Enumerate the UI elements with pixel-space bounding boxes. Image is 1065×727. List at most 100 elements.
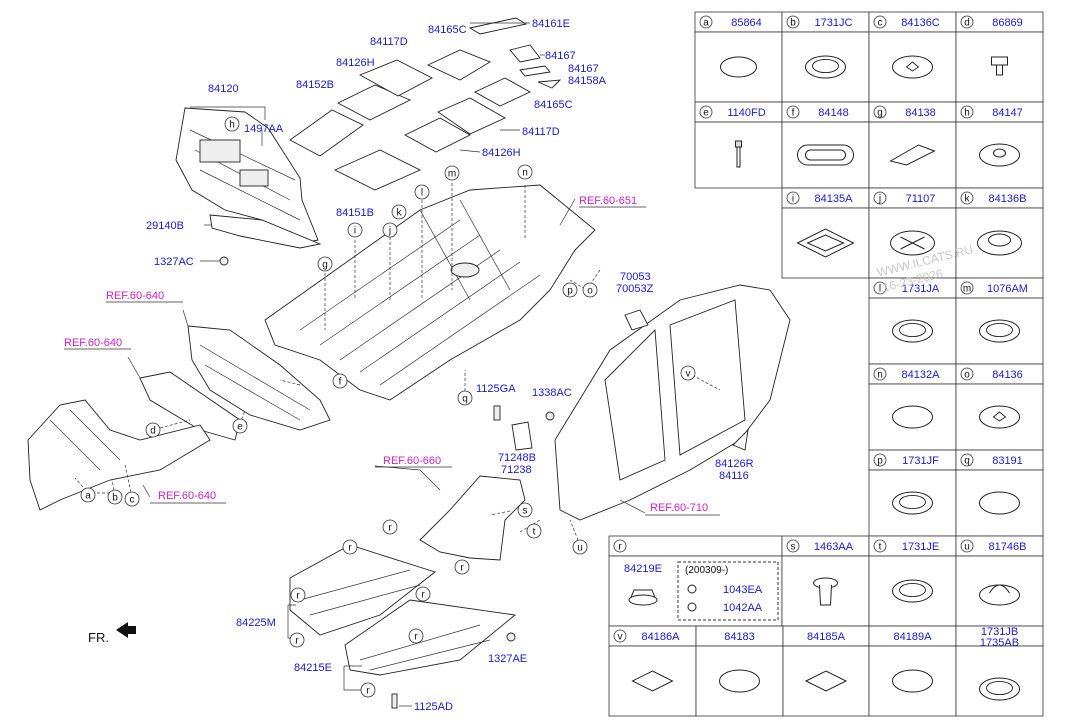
diagram-bubble-r-3[interactable]: r — [290, 587, 306, 603]
ref-60-660[interactable]: REF.60-660 — [383, 455, 441, 467]
callout-84167-b[interactable]: 84167 — [568, 63, 599, 75]
diagram-bubble-f[interactable]: f — [332, 373, 348, 389]
callout-84225m[interactable]: 84225M — [236, 617, 276, 629]
callout-84117d-lower[interactable]: 84117D — [522, 126, 560, 138]
diagram-bubble-v[interactable]: v — [680, 365, 696, 381]
diagram-bubble-r-7[interactable]: r — [360, 682, 376, 698]
diagram-bubble-t[interactable]: t — [526, 523, 542, 539]
callout-84158a[interactable]: 84158A — [568, 75, 607, 87]
diagram-bubble-b[interactable]: b — [107, 489, 123, 505]
diagram-bubble-c-letter: c — [130, 495, 135, 506]
diagram-bubble-r-6[interactable]: r — [408, 628, 424, 644]
callout-29140b[interactable]: 29140B — [146, 220, 184, 232]
dash-insulator-pad — [175, 107, 319, 245]
legend-f-image — [781, 121, 870, 189]
callout-84167-a[interactable]: 84167 — [545, 50, 576, 62]
callout-1497aa[interactable]: 1497AA — [244, 123, 284, 135]
diagram-bubble-v-letter: v — [686, 369, 691, 380]
svg-text:v: v — [618, 632, 623, 643]
diagram-bubble-h[interactable]: h — [224, 116, 240, 132]
diagram-bubble-i[interactable]: i — [347, 222, 363, 238]
callout-84165c-top[interactable]: 84165C — [428, 24, 467, 36]
diagram-bubble-s[interactable]: s — [517, 502, 533, 518]
diagram-bubble-k[interactable]: k — [391, 204, 407, 220]
callout-labels: 84120 1497AA 84152B 84126H 84117D 84165C… — [146, 18, 754, 713]
ref-60-651[interactable]: REF.60-651 — [579, 195, 637, 207]
diagram-bubble-l[interactable]: l — [414, 184, 430, 200]
diagram-bubble-u[interactable]: u — [572, 539, 588, 555]
callout-84126h-top[interactable]: 84126H — [336, 57, 375, 69]
legend-r[interactable]: r — [608, 535, 783, 557]
callout-84116[interactable]: 84116 — [719, 470, 749, 482]
diagram-bubble-p[interactable]: p — [562, 282, 578, 298]
diagram-bubble-r-1[interactable]: r — [342, 539, 358, 555]
callout-84117d-top[interactable]: 84117D — [370, 36, 408, 48]
diagram-bubble-c[interactable]: c — [124, 491, 140, 507]
diagram-bubble-o[interactable]: o — [582, 282, 598, 298]
ref-60-640-a[interactable]: REF.60-640 — [106, 290, 164, 302]
callout-70053z[interactable]: 70053Z — [616, 283, 654, 295]
ref-60-710[interactable]: REF.60-710 — [650, 502, 708, 514]
callout-84151b[interactable]: 84151B — [336, 207, 374, 219]
diagram-bubble-r-4[interactable]: r — [289, 632, 305, 648]
diagram-bubble-r-2[interactable]: r — [454, 559, 470, 575]
legend-84183[interactable]: 84183 — [695, 625, 784, 647]
callout-1125ga[interactable]: 1125GA — [476, 383, 516, 395]
callout-84165c-lower[interactable]: 84165C — [534, 99, 573, 111]
diagram-bubble-e[interactable]: e — [232, 418, 248, 434]
diagram-bubble-q[interactable]: q — [457, 390, 473, 406]
callout-1125ad[interactable]: 1125AD — [414, 701, 453, 713]
lower-dash-panel — [187, 325, 331, 431]
diagram-bubble-j[interactable]: j — [382, 222, 398, 238]
ref-60-640-b[interactable]: REF.60-640 — [64, 337, 122, 349]
legend-i-code: 84135A — [815, 193, 854, 205]
legend-i-image — [781, 207, 870, 279]
diagram-bubble-r-0[interactable]: r — [382, 519, 398, 535]
diagram-bubble-g[interactable]: g — [317, 256, 333, 272]
diagram-bubble-d[interactable]: d — [145, 422, 161, 438]
callout-84161e[interactable]: 84161E — [532, 18, 570, 30]
callout-84152b[interactable]: 84152B — [296, 79, 334, 91]
callout-71248b[interactable]: 71248B — [498, 452, 536, 464]
legend-b-code: 1731JC — [815, 17, 853, 29]
callout-71238[interactable]: 71238 — [501, 464, 532, 476]
callout-1327ae[interactable]: 1327AE — [488, 653, 527, 665]
callout-84126r[interactable]: 84126R — [715, 458, 754, 470]
cowl-cross-member — [139, 371, 241, 441]
callout-84215e[interactable]: 84215E — [294, 662, 332, 674]
callout-1327ac[interactable]: 1327AC — [154, 256, 194, 268]
ref-60-640-c[interactable]: REF.60-640 — [158, 490, 216, 502]
callout-84120[interactable]: 84120 — [208, 83, 239, 95]
legend-84189a[interactable]: 84189A — [868, 625, 957, 647]
diagram-bubble-n[interactable]: n — [517, 164, 533, 180]
legend-84185a[interactable]: 84185A — [782, 625, 870, 647]
callout-84126h-lower[interactable]: 84126H — [482, 147, 521, 159]
diagram-bubble-m[interactable]: m — [444, 165, 460, 181]
callout-1338ac[interactable]: 1338AC — [532, 387, 572, 399]
diagram-bubble-r-5[interactable]: r — [415, 586, 431, 602]
diagram-bubble-a[interactable]: a — [80, 487, 96, 503]
callout-70053[interactable]: 70053 — [620, 271, 651, 283]
